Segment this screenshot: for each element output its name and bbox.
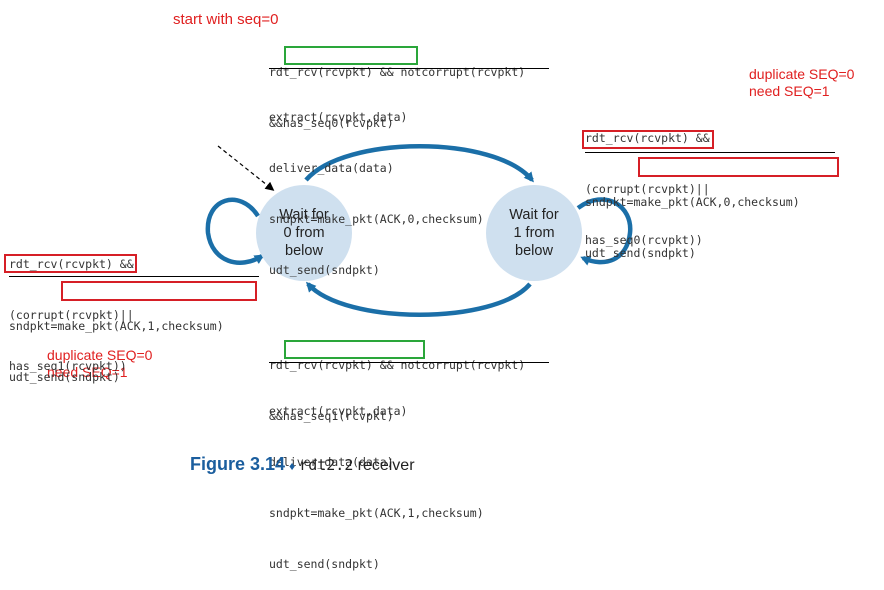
state-wait-for-1: Wait for 1 from below — [486, 185, 582, 281]
event-line: rdt_rcv(rcvpkt) && notcorrupt(rcvpkt) — [269, 358, 526, 372]
start-annotation: start with seq=0 — [173, 11, 279, 28]
red-highlight-box-right-event — [582, 130, 714, 149]
event-line: &&has_seq0(rcvpkt) — [269, 115, 525, 132]
action-line: sndpkt=make_pkt(ACK,0,checksum) — [269, 212, 484, 226]
duplicate-annotation-left: duplicate SEQ=0 need SEQ=1 — [47, 347, 152, 381]
annotation-line: duplicate SEQ=0 — [47, 347, 153, 363]
bottom-transition-actions: extract(rcvpkt,data) deliver_data(data) … — [269, 369, 484, 590]
red-highlight-box-left-event — [4, 254, 137, 273]
bottom-transition-event: rdt_rcv(rcvpkt) && notcorrupt(rcvpkt) &&… — [269, 323, 525, 442]
top-transition-divider — [269, 68, 549, 69]
state-label-line: below — [285, 243, 323, 259]
event-prefix: && — [269, 116, 283, 130]
left-self-loop-arrow — [205, 197, 265, 265]
event-line: has_seq1(rcvpkt)) — [9, 358, 134, 375]
action-line: deliver_data(data) — [269, 455, 394, 469]
event-prefix: && — [269, 409, 283, 423]
right-self-loop-arrow — [576, 197, 633, 266]
duplicate-annotation-right: duplicate SEQ=0 need SEQ=1 — [749, 66, 854, 100]
event-highlight-seq0: has_seq0(rcvpkt) — [585, 233, 696, 247]
figure-protocol-name: rdt2.2 — [299, 456, 354, 474]
figure-caption: Figure 3.14♦rdt2.2 receiver — [190, 454, 415, 475]
event-suffix: ) — [695, 233, 703, 247]
green-highlight-box-bottom — [284, 340, 425, 359]
event-line: rdt_rcv(rcvpkt) && — [9, 257, 134, 271]
action-highlight: make_pkt(ACK,0,checksum) — [633, 195, 800, 209]
bottom-transition-divider — [269, 362, 549, 363]
green-highlight-box-top — [284, 46, 418, 65]
event-highlight-seq0: has_seq0(rcvpkt) — [282, 116, 394, 130]
action-line: udt_send(sndpkt) — [269, 263, 380, 277]
action-line: sndpkt=make_pkt(ACK,1,checksum) — [269, 506, 484, 520]
action-line: udt_send(sndpkt) — [9, 370, 120, 384]
state-label-line: below — [515, 243, 553, 259]
event-highlight-seq1: has_seq1(rcvpkt) — [9, 359, 120, 373]
event-line: rdt_rcv(rcvpkt) && — [585, 131, 710, 145]
action-line: udt_send(sndpkt) — [585, 246, 696, 260]
action-prefix: sndpkt= — [585, 195, 634, 209]
event-line: has_seq0(rcvpkt)) — [585, 232, 710, 249]
state-wait-for-0: Wait for 0 from below — [256, 185, 352, 281]
right-loop-event: rdt_rcv(rcvpkt) && (corrupt(rcvpkt)|| ha… — [585, 96, 710, 266]
annotation-line: need SEQ=1 — [749, 83, 830, 99]
action-line: deliver_data(data) — [269, 161, 394, 175]
annotation-line: need SEQ=1 — [47, 364, 128, 380]
annotation-line: duplicate SEQ=0 — [749, 66, 855, 82]
state-label-line: Wait for — [279, 207, 329, 223]
right-loop-actions: sndpkt=make_pkt(ACK,0,checksum) udt_send… — [585, 160, 800, 279]
left-loop-event: rdt_rcv(rcvpkt) && (corrupt(rcvpkt)|| ha… — [9, 222, 134, 392]
bottom-transition-arrow — [305, 281, 532, 317]
action-line: udt_send(sndpkt) — [269, 557, 380, 571]
event-line: (corrupt(rcvpkt)|| — [9, 308, 134, 322]
state-label-line: 1 from — [513, 225, 555, 241]
red-highlight-box-left-action — [61, 281, 257, 301]
diamond-icon: ♦ — [289, 459, 296, 473]
event-line: &&has_seq1(rcvpkt) — [269, 408, 525, 425]
action-line: extract(rcvpkt,data) — [269, 110, 408, 124]
event-highlight-seq1: has_seq1(rcvpkt) — [282, 409, 394, 423]
action-line: extract(rcvpkt,data) — [269, 404, 408, 418]
right-loop-divider — [585, 152, 835, 153]
figure-number: Figure 3.14 — [190, 454, 286, 474]
figure-caption-text: receiver — [357, 457, 415, 474]
action-line: sndpkt=make_pkt(ACK,1,checksum) — [9, 318, 224, 335]
fsm-arrows — [205, 144, 633, 317]
event-line: (corrupt(rcvpkt)|| — [585, 182, 710, 196]
action-line: sndpkt=make_pkt(ACK,0,checksum) — [585, 194, 800, 211]
top-transition-actions: extract(rcvpkt,data) deliver_data(data) … — [269, 75, 484, 296]
initial-state-arrow — [217, 145, 275, 191]
state-label-line: 0 from — [283, 225, 325, 241]
top-transition-arrow — [304, 144, 534, 183]
action-highlight: make_pkt(ACK,1,checksum) — [57, 319, 224, 333]
event-suffix: ) — [119, 359, 127, 373]
red-highlight-box-right-action — [638, 157, 839, 177]
action-prefix: sndpkt= — [9, 319, 58, 333]
left-loop-actions: sndpkt=make_pkt(ACK,1,checksum) udt_send… — [9, 284, 224, 403]
left-loop-divider — [9, 276, 259, 277]
state-label-line: Wait for — [509, 207, 559, 223]
